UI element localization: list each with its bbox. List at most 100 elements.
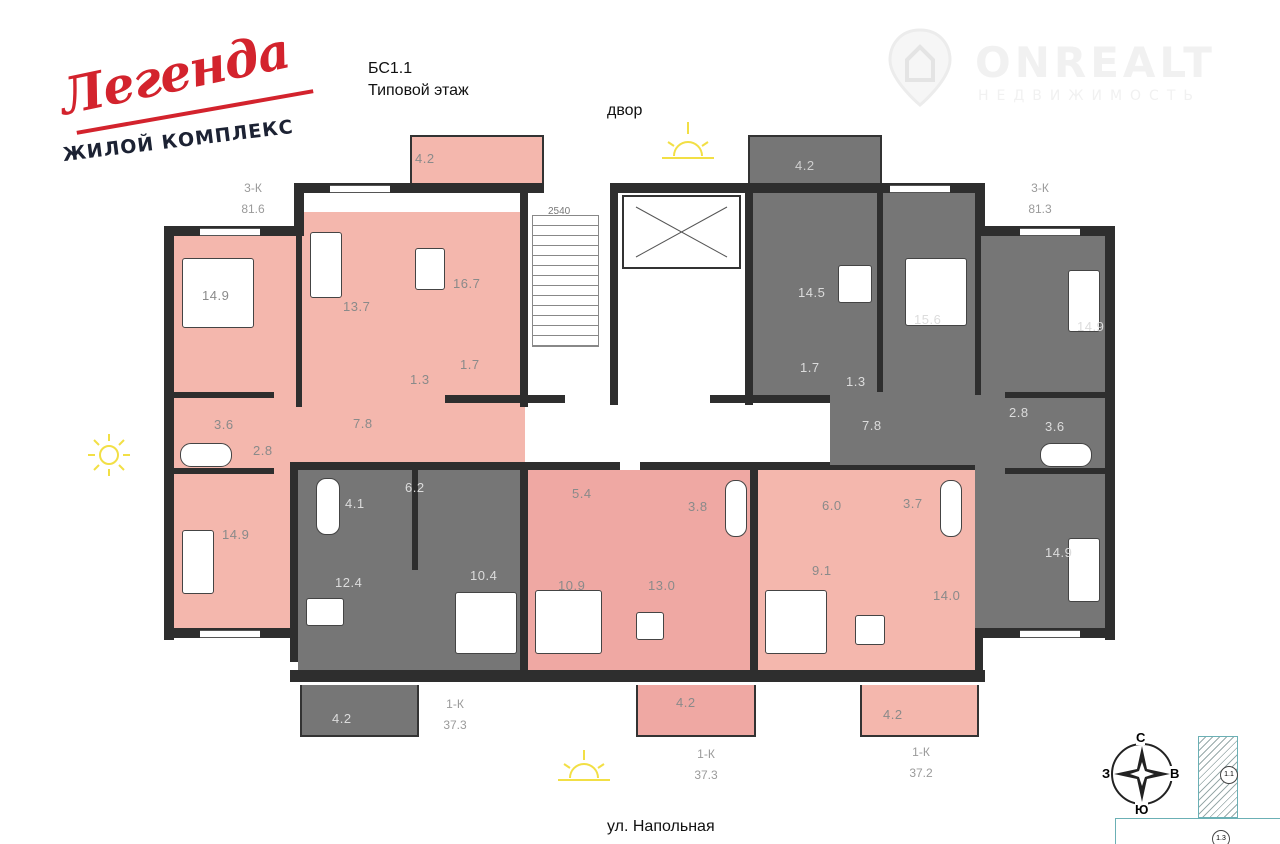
room-area: 2.8 — [253, 443, 273, 458]
room-area: 1.7 — [460, 357, 480, 372]
wall — [520, 462, 620, 470]
apartment-area: 81.6 — [241, 202, 265, 216]
wall — [174, 392, 274, 398]
wall — [294, 183, 544, 193]
window — [330, 185, 390, 193]
room-area: 14.9 — [202, 288, 230, 303]
wall — [520, 462, 528, 677]
section-label: БС1.1 — [368, 60, 413, 77]
wall — [740, 183, 985, 193]
wall — [745, 190, 753, 405]
bed-icon — [535, 590, 602, 654]
dining-table-icon — [306, 598, 344, 626]
apartment-type: 1-К — [912, 745, 930, 759]
bed-icon — [1068, 270, 1100, 332]
sun-icon — [88, 434, 130, 476]
window — [890, 185, 950, 193]
apartment-type: 3-К — [1031, 181, 1049, 195]
room-area: 7.8 — [353, 416, 373, 431]
window — [1020, 630, 1080, 638]
wall — [1005, 468, 1105, 474]
watermark-tagline: НЕДВИЖИМОСТЬ — [978, 88, 1201, 104]
room-area: 4.2 — [795, 158, 815, 173]
wall — [520, 670, 760, 682]
balcony — [860, 685, 979, 737]
staircase — [532, 215, 599, 347]
balcony — [410, 135, 544, 187]
wall — [610, 183, 760, 193]
apartment-type: 3-К — [244, 181, 262, 195]
room-area: 15.6 — [914, 312, 942, 327]
apartment-type: 1-К — [697, 747, 715, 761]
room-area: 3.8 — [688, 499, 708, 514]
window — [1020, 228, 1080, 236]
bathtub-icon — [316, 478, 340, 535]
dining-table-icon — [838, 265, 872, 303]
room-area: 4.2 — [883, 707, 903, 722]
apartment-area: 81.3 — [1028, 202, 1052, 216]
wall — [290, 462, 298, 662]
room-area: 1.3 — [410, 372, 430, 387]
room-area: 4.2 — [332, 711, 352, 726]
compass-rose: С Ю З В — [1100, 730, 1184, 817]
compass-east: В — [1170, 766, 1180, 781]
wall — [1005, 392, 1105, 398]
window — [200, 228, 260, 236]
window — [200, 630, 260, 638]
compass-south: Ю — [1135, 802, 1149, 817]
wall — [520, 185, 528, 407]
watermark-house-icon — [888, 28, 952, 107]
bathtub-icon — [1040, 443, 1092, 467]
apartment-summary: 3-К 81.6 — [228, 178, 278, 220]
apartment-area: 37.3 — [694, 768, 718, 782]
room-area: 10.4 — [470, 568, 498, 583]
apartment-summary: 1-К 37.2 — [896, 742, 946, 784]
bed-icon — [1068, 538, 1100, 602]
room-area: 1.3 — [846, 374, 866, 389]
dimension-label: 2540 — [548, 206, 571, 217]
building-1-3 — [1115, 818, 1280, 844]
room-area: 3.6 — [1045, 419, 1065, 434]
sofa-icon — [310, 232, 342, 298]
courtyard-label: двор — [607, 102, 643, 119]
wall — [445, 395, 565, 403]
wall — [750, 670, 985, 682]
apartment-area: 37.3 — [443, 718, 467, 732]
room-area: 10.9 — [558, 578, 586, 593]
bathtub-icon — [180, 443, 232, 467]
room-area: 13.0 — [648, 578, 676, 593]
room-area: 14.5 — [798, 285, 826, 300]
room-area: 14.9 — [222, 527, 250, 542]
room-area: 4.2 — [676, 695, 696, 710]
wall — [412, 470, 418, 570]
bathtub-icon — [940, 480, 962, 537]
compass-west: З — [1102, 766, 1111, 781]
room-area: 1.7 — [800, 360, 820, 375]
room-area: 4.2 — [415, 151, 435, 166]
room-area: 14.9 — [1045, 545, 1073, 560]
room-area: 13.7 — [343, 299, 371, 314]
apartment-area: 37.2 — [909, 766, 933, 780]
room-area: 14.0 — [933, 588, 961, 603]
wall — [290, 670, 530, 682]
wall — [975, 235, 981, 395]
room-area: 4.1 — [345, 496, 365, 511]
room-area: 7.8 — [862, 418, 882, 433]
floor-label: Типовой этаж — [368, 82, 469, 99]
room-area: 6.0 — [822, 498, 842, 513]
bathtub-icon — [725, 480, 747, 537]
apartment-summary: 3-К 81.3 — [1015, 178, 1065, 220]
balcony — [748, 135, 882, 187]
wall — [877, 192, 883, 392]
wall — [640, 462, 760, 470]
wall — [174, 468, 274, 474]
wall — [294, 183, 304, 233]
wall — [296, 212, 302, 407]
bed-icon — [182, 530, 214, 594]
bed-icon — [455, 592, 517, 654]
wall — [610, 190, 618, 405]
compass-north: С — [1136, 730, 1146, 745]
bed-icon — [765, 590, 827, 654]
wall — [1105, 226, 1115, 640]
